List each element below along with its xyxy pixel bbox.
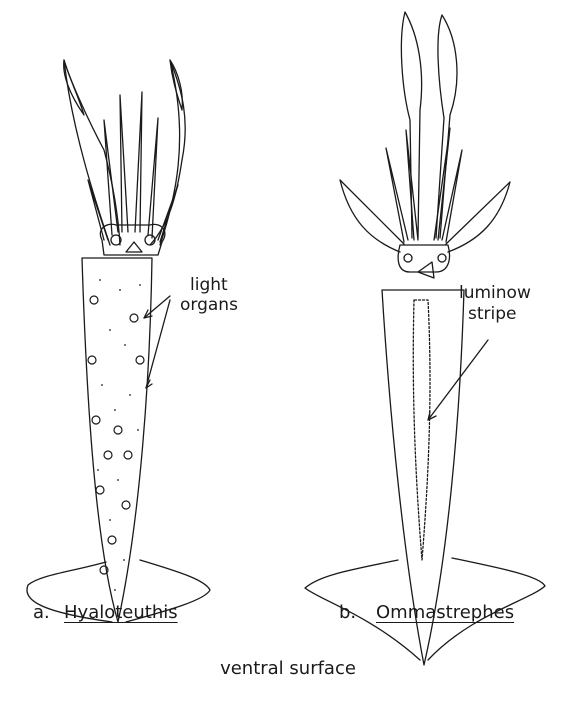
- caption-a-letter: a.: [33, 602, 50, 623]
- label-light: light: [190, 277, 228, 294]
- hyaloteuthis-stipple: [97, 279, 141, 591]
- caption-a-name: Hyaloteuthis: [64, 602, 178, 623]
- figure-footer: ventral surface: [0, 658, 576, 679]
- caption-b-name: Ommastrephes: [376, 602, 514, 623]
- caption-b-letter: b.: [339, 602, 356, 623]
- light-organ-dots: [88, 296, 144, 574]
- hyaloteuthis-tentacle-left: [64, 60, 120, 245]
- label-luminous: luminow: [459, 285, 531, 302]
- hyaloteuthis-arms: [88, 92, 178, 242]
- luminous-stripe: [413, 300, 430, 560]
- label-organs: organs: [180, 297, 238, 314]
- ommastrephes-drawing: [305, 12, 545, 665]
- hyaloteuthis-club-left: [64, 60, 84, 115]
- label-stripe: stripe: [468, 306, 517, 323]
- hyaloteuthis-drawing: [27, 60, 210, 622]
- hyaloteuthis-mantle: [82, 258, 152, 622]
- ommastrephes-arms: [340, 128, 510, 252]
